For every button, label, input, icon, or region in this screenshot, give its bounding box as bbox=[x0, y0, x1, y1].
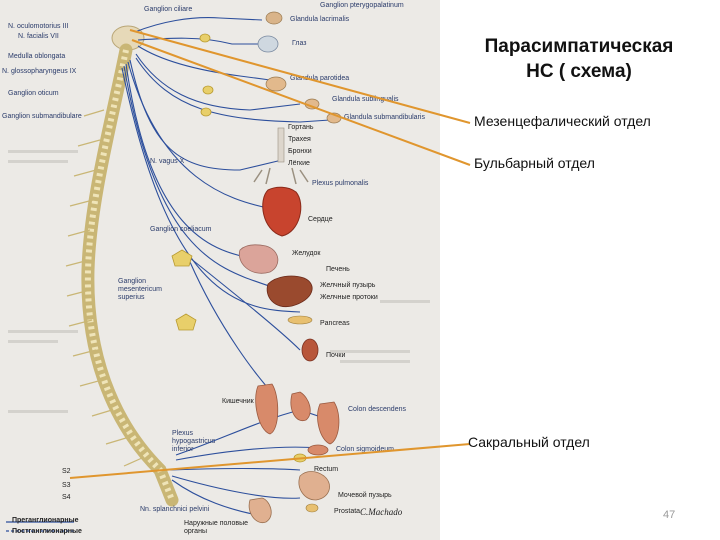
label-zhelchny-puzyr: Желчный пузырь bbox=[320, 282, 376, 289]
label-glandula-sublingualis: Glandula sublingualis bbox=[332, 96, 399, 103]
label-zhelchnye-protoki: Желчные протоки bbox=[320, 294, 378, 301]
spinal-column bbox=[81, 43, 179, 507]
label-s2: S2 bbox=[62, 468, 71, 475]
intestine bbox=[255, 383, 279, 435]
label-glaz: Глаз bbox=[292, 40, 307, 47]
label-kishechnik: Кишечник bbox=[222, 398, 254, 405]
prostate bbox=[305, 503, 319, 513]
trachea bbox=[277, 127, 285, 163]
label-legkie: Лёгкие bbox=[288, 160, 310, 167]
label-bulbar-section: Бульбарный отдел bbox=[474, 155, 595, 171]
heart bbox=[262, 186, 302, 237]
label-sacral-section: Сакральный отдел bbox=[468, 434, 590, 450]
anatomy-drawing bbox=[6, 11, 430, 532]
label-naruzhnye: Наружные половые органы bbox=[184, 520, 248, 535]
title-line-2: НС ( схема) bbox=[526, 61, 632, 82]
label-prostata: Prostata bbox=[334, 508, 361, 515]
label-bronhi: Бронхи bbox=[288, 148, 312, 155]
label-n-oculomotorius: N. oculomotorius III bbox=[8, 23, 69, 30]
label-plexus-hypogastricus: Plexus hypogastricus inferior bbox=[172, 430, 216, 453]
slide-title: Парасимпатическая НС ( схема) bbox=[466, 34, 692, 84]
label-s4: S4 bbox=[62, 494, 71, 501]
label-colon-sigmoideum: Colon sigmoideum bbox=[336, 446, 394, 453]
kidney bbox=[301, 338, 319, 362]
label-gortan: Гортань bbox=[288, 124, 314, 131]
anatomy-figure: N. oculomotorius III N. facialis VII Med… bbox=[0, 0, 440, 540]
bladder bbox=[298, 471, 330, 501]
label-ganglion-mesentericum: Ganglion mesentericum superius bbox=[118, 278, 162, 301]
parotid-gland bbox=[265, 76, 287, 92]
label-pancreas: Pancreas bbox=[320, 320, 350, 327]
lacrimal-gland bbox=[265, 11, 283, 25]
artist-signature: C.Machado bbox=[360, 507, 403, 517]
colon-descendens bbox=[317, 401, 340, 445]
small-intestine bbox=[290, 391, 311, 422]
label-n-glossopharyngeus: N. glossopharyngeus IX bbox=[2, 68, 77, 75]
label-pechen: Печень bbox=[326, 266, 350, 273]
label-rectum: Rectum bbox=[314, 466, 339, 473]
label-glandula-submandibularis: Glandula submandibularis bbox=[344, 114, 425, 121]
label-n-vagus: N. vagus X bbox=[150, 158, 185, 165]
label-ganglion-ciliare: Ganglion ciliare bbox=[144, 6, 193, 13]
stomach bbox=[238, 244, 279, 274]
label-colon-descendens: Colon descendens bbox=[348, 406, 406, 413]
label-glandula-lacrimalis: Glandula lacrimalis bbox=[290, 16, 350, 23]
label-trahea: Трахея bbox=[288, 136, 311, 143]
page-number: 47 bbox=[663, 509, 676, 521]
label-pochki: Почки bbox=[326, 352, 346, 359]
label-mesencephalic-section: Мезенцефалический отдел bbox=[474, 113, 651, 129]
label-plexus-pulmonalis: Plexus pulmonalis bbox=[312, 180, 369, 187]
label-mochevoy-puzyr: Мочевой пузырь bbox=[338, 492, 392, 499]
label-medulla: Medulla oblongata bbox=[8, 53, 66, 60]
sublingual-gland bbox=[304, 98, 320, 110]
submandibular-gland bbox=[326, 112, 342, 124]
label-zheludok: Желудок bbox=[292, 250, 321, 257]
pancreas bbox=[287, 315, 313, 325]
legend-postganglionic: Постганглионарные bbox=[12, 528, 82, 535]
liver bbox=[266, 275, 313, 308]
eye bbox=[257, 35, 279, 53]
background-texture bbox=[8, 150, 430, 413]
label-ganglion-pterygopalatinum: Ganglion pterygopalatinum bbox=[320, 2, 404, 9]
label-serdce: Сердце bbox=[308, 216, 333, 223]
label-ganglion-oticum: Ganglion oticum bbox=[8, 90, 59, 97]
external-genitals bbox=[248, 497, 272, 524]
label-ganglion-submandibulare: Ganglion submandibulare bbox=[2, 113, 82, 120]
label-nn-splanchnici: Nn. splanchnici pelvini bbox=[140, 506, 210, 513]
label-s3: S3 bbox=[62, 482, 71, 489]
legend-preganglionic: Преганглионарные bbox=[12, 517, 79, 524]
title-line-1: Парасимпатическая bbox=[484, 36, 674, 57]
bronchi bbox=[253, 167, 309, 185]
label-ganglion-coeliacum: Ganglion coeliacum bbox=[150, 226, 212, 233]
label-glandula-parotidea: Glandula parotidea bbox=[290, 75, 350, 82]
colon-sigmoideum bbox=[307, 444, 329, 456]
label-n-facialis: N. facialis VII bbox=[18, 33, 59, 40]
